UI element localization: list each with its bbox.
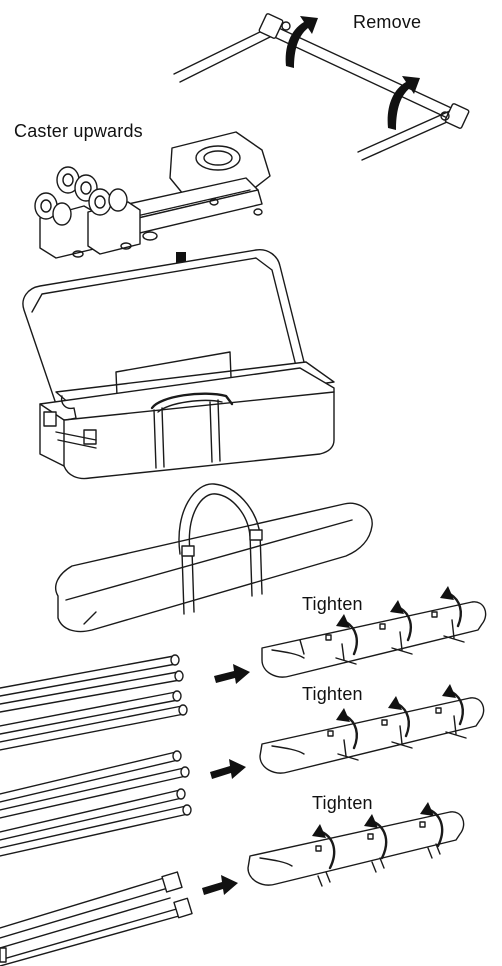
tighten-arrows-icon-1 [336,586,462,656]
tighten-label-3: Tighten [312,793,373,813]
tighten-label-2: Tighten [302,684,363,704]
tighten-label-1: Tighten [302,594,363,614]
caster-upwards-label: Caster upwards [14,121,143,141]
dolly-base [34,131,271,259]
right-arrow-icon-3 [202,875,238,895]
right-arrow-icon-2 [210,759,246,779]
rolled-bag-1 [261,601,487,678]
handle-frame [173,13,470,161]
rolled-bag-2 [259,697,485,774]
tighten-arrows-icon-3 [312,802,444,870]
pipe-group-2 [0,750,192,857]
rolled-bag-3 [247,811,465,887]
hard-case [22,249,335,480]
tighten-arrows-icon-2 [336,684,464,750]
pipe-group-1 [0,654,188,751]
remove-label: Remove [353,12,422,32]
remove-arrow-icon [285,16,420,130]
soft-bag [54,483,373,633]
frame-rail-group [0,871,193,966]
right-arrow-icon-1 [214,664,250,684]
